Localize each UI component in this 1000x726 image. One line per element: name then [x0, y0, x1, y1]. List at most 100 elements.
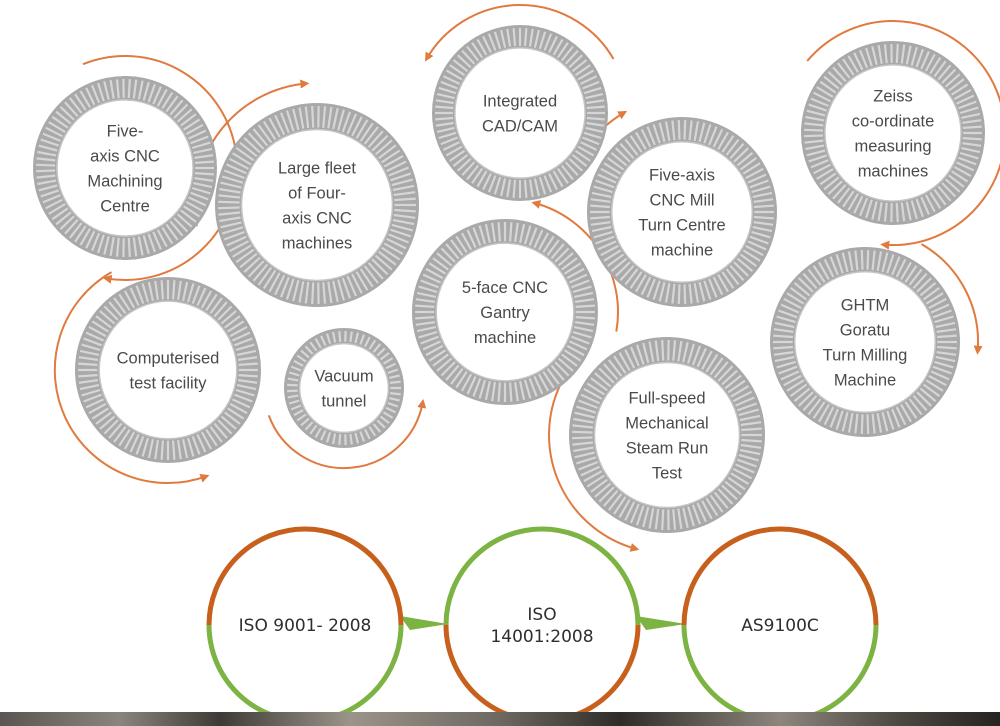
ring-tooth [780, 370, 800, 381]
ring-tooth [332, 433, 337, 445]
ring-tooth [364, 428, 371, 440]
ring-tooth [871, 200, 878, 220]
ring-tooth [382, 357, 394, 365]
ring-tooth [773, 328, 794, 333]
ring-tooth [827, 71, 843, 86]
ring-tooth [712, 276, 724, 296]
ring-tooth [231, 398, 251, 409]
capability-label-line: Turn Centre [638, 217, 725, 235]
ring-tooth [613, 355, 627, 374]
capability-label-line: CNC Mill [649, 192, 714, 210]
ring-tooth [804, 134, 824, 138]
ring-tooth [288, 399, 300, 405]
ring-tooth [753, 198, 774, 203]
ring-tooth [422, 273, 442, 284]
ring-tooth [223, 169, 245, 180]
ring-tooth [934, 315, 954, 324]
ring-tooth [881, 411, 889, 432]
ring-tooth [223, 230, 245, 241]
ring-tooth [877, 45, 883, 64]
ring-tooth [603, 363, 619, 381]
ring-tooth [172, 280, 176, 300]
ring-tooth [176, 213, 193, 228]
ring-tooth [742, 162, 761, 175]
ring-tooth [832, 66, 847, 83]
ring-tooth [78, 374, 98, 378]
ring-tooth [933, 188, 947, 206]
ring-tooth [783, 297, 802, 310]
ring-tooth [237, 356, 258, 361]
capability-label-line: Centre [100, 198, 150, 216]
ring-tooth [137, 80, 144, 100]
ring-tooth [229, 402, 248, 415]
ring-tooth [389, 392, 401, 396]
ring-tooth [693, 121, 700, 141]
ring-tooth [603, 249, 622, 262]
ring-tooth [415, 298, 436, 303]
flow-arrow-3 [424, 4, 615, 62]
ring-tooth [618, 498, 631, 518]
ring-tooth [183, 118, 201, 131]
ring-tooth [738, 408, 759, 417]
ring-tooth [390, 172, 412, 182]
ring-tooth [937, 185, 952, 202]
ring-tooth [624, 501, 636, 521]
ring-tooth [582, 80, 600, 90]
ring-tooth [915, 198, 924, 218]
ring-tooth [812, 265, 826, 283]
capability-label-line: tunnel [322, 393, 367, 411]
ring-center [454, 47, 586, 179]
ring-tooth [38, 184, 58, 192]
ring-tooth [683, 120, 687, 140]
ring-tooth [193, 147, 213, 154]
capability-label-line: CAD/CAM [482, 118, 558, 136]
capability-label-line: Machine [834, 372, 896, 390]
ring-tooth [877, 202, 883, 221]
ring-tooth [200, 290, 213, 309]
ring-tooth [147, 281, 154, 302]
ring-tooth [865, 47, 873, 67]
ring-tooth [177, 280, 182, 301]
ring-tooth [568, 157, 584, 172]
ring-tooth [172, 440, 176, 460]
ring-tooth [717, 131, 729, 150]
ring-tooth [721, 135, 735, 153]
ring-tooth [564, 49, 579, 65]
ring-tooth [654, 508, 660, 530]
ring-tooth [491, 381, 496, 402]
ring-tooth [466, 45, 480, 62]
ring-tooth [585, 93, 604, 100]
ring-tooth [575, 304, 595, 308]
ring-tooth [709, 494, 724, 513]
ring-tooth [594, 372, 612, 388]
ring-tooth [161, 92, 174, 110]
ring-tooth [74, 225, 87, 243]
ring-tooth [194, 154, 214, 159]
ring-tooth [677, 120, 681, 140]
ring-tooth [268, 117, 281, 138]
ring-tooth [298, 107, 305, 129]
ring-tooth [703, 124, 712, 144]
ring-tooth [109, 80, 115, 99]
ring-tooth [733, 147, 749, 163]
ring-tooth [752, 225, 773, 233]
ring-tooth [55, 211, 72, 226]
ring-tooth [364, 336, 371, 348]
ring-tooth [813, 91, 831, 103]
ring-tooth [956, 94, 975, 105]
ring-tooth [773, 334, 793, 339]
ring-tooth [118, 293, 131, 311]
ring-tooth [891, 256, 901, 276]
ring-tooth [132, 79, 138, 99]
ring-tooth [512, 179, 517, 198]
ring-tooth [919, 387, 937, 402]
ring-tooth [550, 243, 565, 260]
ring-tooth [461, 49, 476, 65]
ring-tooth [912, 272, 928, 290]
ring-tooth [363, 126, 379, 145]
ring-tooth [687, 343, 695, 364]
ring-tooth [677, 340, 683, 362]
flow-arrow-9 [548, 384, 640, 552]
ring-tooth [900, 44, 906, 64]
